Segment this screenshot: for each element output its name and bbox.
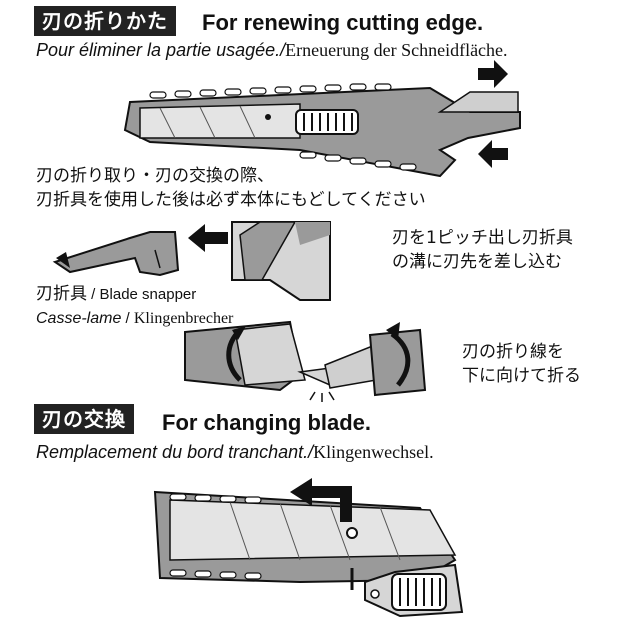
- note-insert-blade: 刃を1ピッチ出し刃折具 の溝に刃先を差し込む: [392, 226, 573, 274]
- note-line: 刃折具を使用した後は必ず本体にもどしてください: [36, 190, 426, 210]
- blade-snapper-icon: [52, 231, 180, 277]
- subtitle-german: Erneuerung der Schneidfläche.: [285, 40, 508, 60]
- arrow-left-icon: [478, 140, 508, 168]
- note-line: 刃の折り線を: [462, 342, 564, 362]
- end-cap-icon: [364, 563, 464, 618]
- note-line: の溝に刃先を差し込む: [392, 252, 562, 272]
- note-snap-downward: 刃の折り線を 下に向けて折る: [462, 340, 581, 388]
- note-return-snapper: 刃の折り取り・刃の交換の際、 刃折具を使用した後は必ず本体にもどしてください: [36, 164, 426, 212]
- arrow-left-icon: [290, 478, 352, 522]
- arrow-left-icon: [188, 224, 228, 252]
- snapper-label-fr: Casse-lame: [36, 310, 122, 327]
- snapping-illustration: [184, 320, 427, 402]
- note-line: 刃を1ピッチ出し刃折具: [392, 228, 573, 248]
- blade-segment-icon: [231, 221, 331, 301]
- snapper-label-jp: 刃折具: [36, 284, 87, 304]
- section-title-snapping: For renewing cutting edge.: [202, 10, 484, 35]
- snapper-label-en: Blade snapper: [99, 286, 197, 303]
- section-tag-snapping: 刃の折りかた: [34, 6, 176, 36]
- cutter-knife-bottom: [153, 490, 457, 584]
- section-subtitle-snapping: Pour éliminer la partie usagée./Erneueru…: [36, 40, 508, 61]
- note-line: 刃の折り取り・刃の交換の際、: [36, 166, 274, 186]
- subtitle-german: Klingenwechsel.: [313, 442, 434, 462]
- arrow-right-icon: [478, 60, 508, 88]
- snapper-label: 刃折具 / Blade snapper Casse-lame / Klingen…: [36, 284, 234, 327]
- cutter-knife-top: [123, 83, 521, 178]
- section-subtitle-changing: Remplacement du bord tranchant./Klingenw…: [36, 442, 434, 463]
- subtitle-french: Remplacement du bord tranchant./: [36, 442, 314, 462]
- note-line: 下に向けて折る: [462, 366, 581, 386]
- section-tag-changing: 刃の交換: [34, 404, 134, 434]
- snapper-label-de: Klingenbrecher: [133, 310, 234, 327]
- section-title-changing: For changing blade.: [162, 410, 372, 435]
- subtitle-french: Pour éliminer la partie usagée./: [36, 40, 286, 60]
